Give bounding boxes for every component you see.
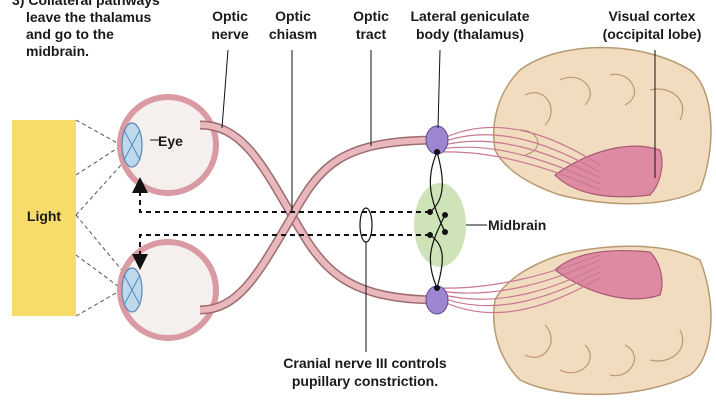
collateral-label-line1: 3) Collateral pathways	[12, 0, 160, 9]
optic-tract-label-2: tract	[346, 26, 396, 43]
optic-nerve-label-1: Optic	[205, 8, 255, 25]
lgb-label-1: Lateral geniculate	[400, 8, 540, 25]
cn3-bundle	[360, 208, 372, 242]
optic-nerve-label-2: nerve	[205, 26, 255, 43]
light-label: Light	[12, 208, 76, 225]
collateral-label-line3: and go to the	[26, 26, 114, 43]
optic-chiasm-label-2: chiasm	[265, 26, 321, 43]
optic-tract-label-1: Optic	[346, 8, 396, 25]
collateral-label-line2: leave the thalamus	[26, 9, 151, 26]
cn3-label-1: Cranial nerve III controls	[240, 355, 490, 372]
lgb-label-2: body (thalamus)	[400, 26, 540, 43]
eye-lower	[120, 242, 216, 338]
visual-cortex-label-1: Visual cortex	[590, 8, 714, 25]
collateral-label-line4: midbrain.	[26, 43, 89, 60]
brain-upper-hemisphere	[494, 48, 711, 204]
midbrain-label: Midbrain	[488, 217, 546, 234]
cn3-label-2: pupillary constriction.	[240, 373, 490, 390]
eye-label: Eye	[158, 133, 183, 150]
optic-chiasm-label-1: Optic	[265, 8, 321, 25]
optic-nerve-pathways	[200, 125, 440, 310]
brain-lower-hemisphere	[494, 246, 711, 394]
visual-cortex-label-2: (occipital lobe)	[590, 26, 714, 43]
